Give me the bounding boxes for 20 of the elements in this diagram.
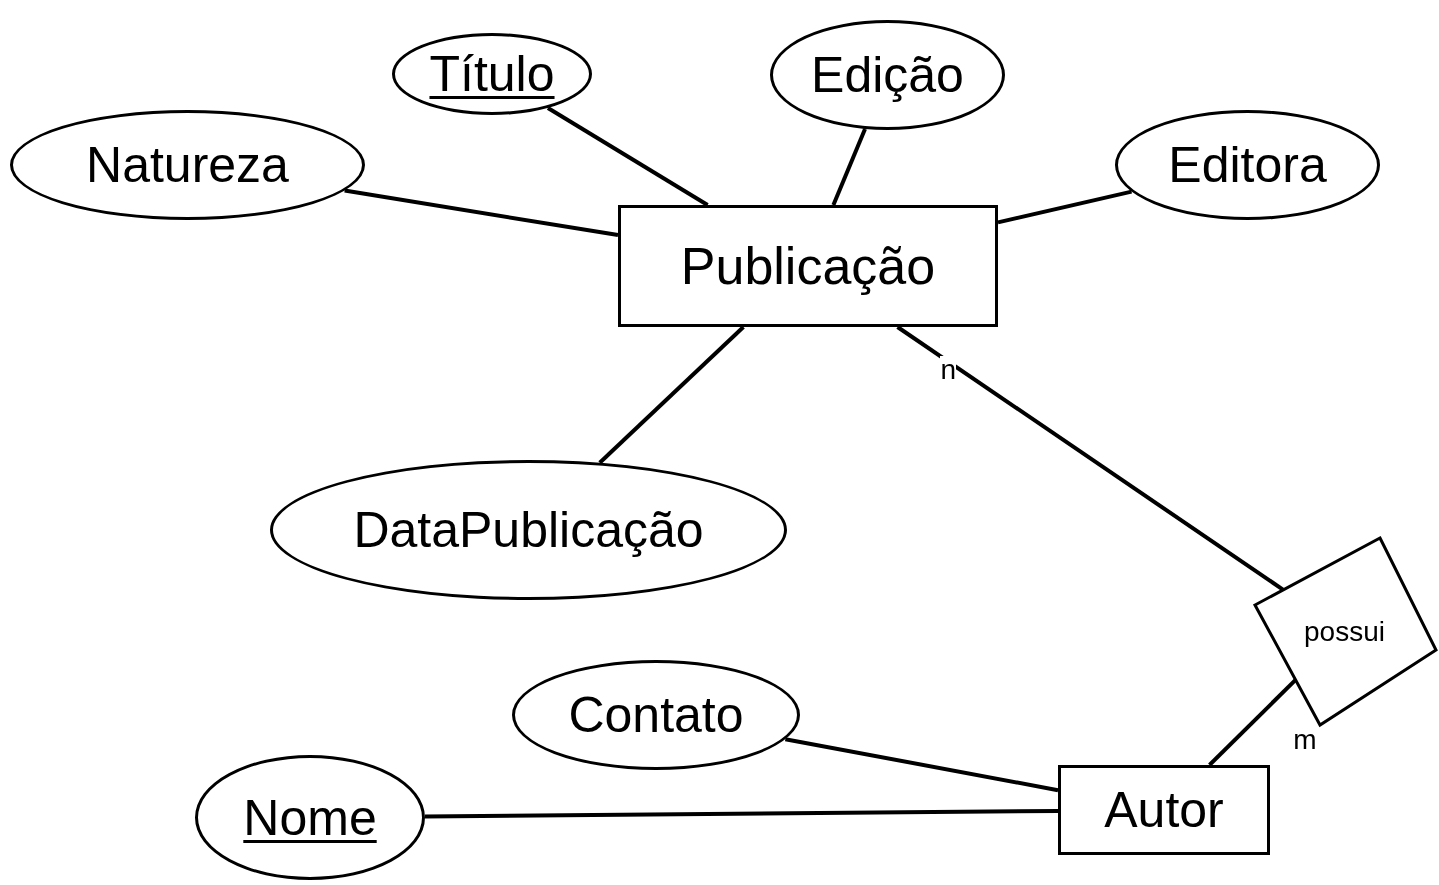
connector-line <box>997 189 1133 225</box>
connector-line <box>344 188 619 238</box>
attribute-label: Contato <box>568 686 744 744</box>
connector-line <box>896 325 1285 592</box>
connector-line <box>1208 678 1297 767</box>
connector-line <box>784 737 1059 793</box>
connector-line <box>546 106 709 207</box>
relationship-label: possui <box>1304 615 1385 648</box>
attribute-label: DataPublicação <box>353 501 704 559</box>
key-attribute-label: Nome <box>243 788 377 847</box>
entity-label: Autor <box>1104 781 1224 839</box>
connector-line <box>424 808 1058 819</box>
connector-line <box>831 128 867 206</box>
entity-box <box>1058 765 1270 855</box>
entity-box <box>618 205 998 327</box>
attribute-label: Natureza <box>86 136 289 194</box>
key-attribute-label: Título <box>429 45 555 103</box>
entity-label: Publicação <box>680 236 936 296</box>
attribute-label: Edição <box>811 46 964 104</box>
attribute-label: Editora <box>1168 136 1327 194</box>
